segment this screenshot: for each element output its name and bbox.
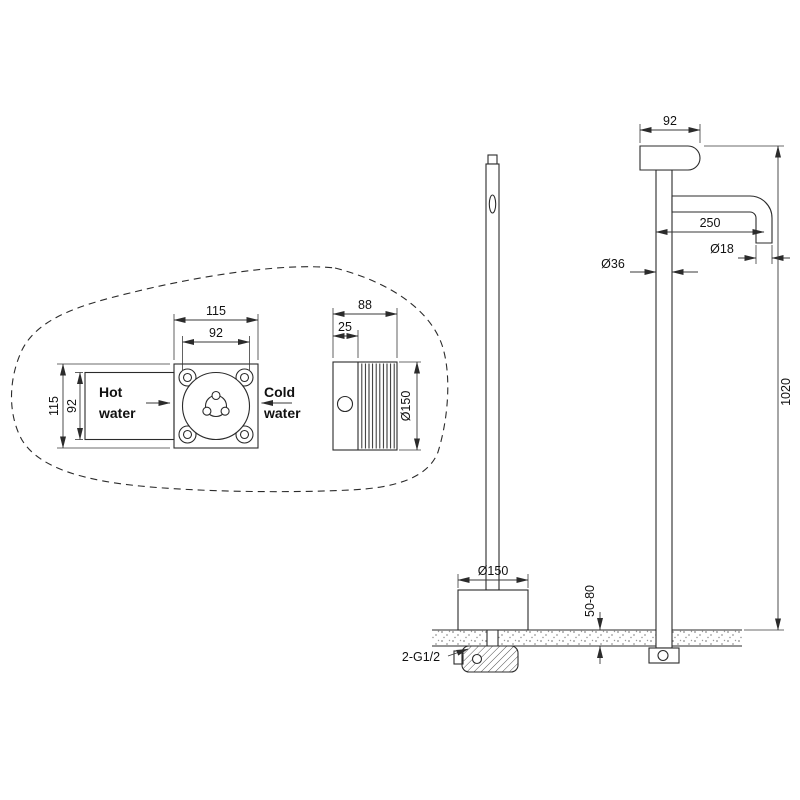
dim-front-height-outer: 115	[47, 363, 170, 449]
screw-hole	[239, 429, 250, 440]
hand-shower-body	[485, 163, 500, 591]
detail-bubble-outline	[10, 266, 449, 493]
connection-callout: 2-G1/2	[402, 648, 469, 664]
spout-column	[639, 145, 773, 664]
connection-label-text: 2-G1/2	[402, 650, 440, 664]
corner-tab	[235, 425, 254, 444]
pipe-floor-punch	[487, 630, 498, 646]
screw-hole	[239, 372, 250, 383]
side-port	[336, 395, 354, 413]
dim-spout-reach-text: 250	[700, 216, 721, 230]
corner-tab	[178, 425, 197, 444]
dim-spout-diameter: Ø18	[710, 242, 790, 264]
dim-floor-thickness-text: 50-80	[583, 585, 597, 617]
screw-hole	[182, 429, 193, 440]
dim-side-diameter: Ø150	[399, 361, 421, 451]
cold-water-label-line1: Cold	[264, 384, 295, 400]
dim-total-height-text: 1020	[779, 378, 793, 406]
dim-side-diameter-text: Ø150	[399, 391, 413, 422]
side-body	[332, 361, 398, 451]
dim-base-diameter-text: Ø150	[478, 564, 509, 578]
dim-front-height-outer-text: 115	[47, 396, 61, 416]
dim-spout-diameter-text: Ø18	[710, 242, 734, 256]
spout-fitting-port	[657, 649, 669, 662]
cold-water-label-line2: water	[263, 405, 301, 421]
screw-hole	[182, 372, 193, 383]
dim-base-diameter: Ø150	[457, 564, 529, 588]
base-flange	[457, 589, 529, 631]
dim-side-width-text: 88	[358, 298, 372, 312]
dim-front-height-inner-text: 92	[65, 399, 79, 413]
dim-front-width-inner: 92	[182, 326, 250, 370]
top-control-knob	[639, 145, 701, 171]
dim-top-width-text: 92	[663, 114, 677, 128]
floor	[432, 629, 742, 647]
dim-front-height-inner: 92	[65, 372, 83, 440]
floor-texture	[432, 630, 742, 646]
thread-hatch	[361, 363, 396, 449]
dim-side-plate: 25	[332, 320, 359, 358]
cartridge-lug	[220, 406, 230, 416]
valve-front-view: Hot water Cold water 115 92 115	[47, 304, 301, 449]
dim-front-width-inner-text: 92	[209, 326, 223, 340]
spout-arm	[671, 195, 773, 244]
corner-tab	[235, 368, 254, 387]
dim-front-width-outer: 115	[173, 304, 259, 360]
dim-total-height: 1020	[704, 145, 793, 631]
rough-in-fitting	[461, 645, 519, 673]
dim-floor-thickness: 50-80	[583, 585, 603, 664]
dim-front-width-outer-text: 115	[206, 304, 226, 318]
fitting-port	[471, 653, 483, 665]
valve-side-view: 88 25 Ø150	[332, 298, 421, 451]
corner-tab	[178, 368, 197, 387]
dim-top-width: 92	[639, 114, 701, 143]
dim-column-diameter: Ø36	[601, 257, 698, 275]
faucet-elevation: 92 250 Ø18 Ø36 1020	[402, 114, 793, 673]
cartridge-lug	[202, 406, 212, 416]
hot-water-label-line2: water	[98, 405, 136, 421]
dim-side-width: 88	[332, 298, 398, 358]
hot-water-label-line1: Hot	[99, 384, 123, 400]
hand-shower-cap	[487, 154, 498, 165]
hand-shower-column	[453, 154, 529, 673]
hand-shower-outlet	[488, 194, 497, 214]
dim-column-diameter-text: Ø36	[601, 257, 625, 271]
dim-side-plate-text: 25	[338, 320, 352, 334]
dim-spout-reach: 250	[655, 216, 765, 235]
cartridge-lug	[211, 390, 221, 401]
spout-riser	[655, 169, 673, 649]
valve-body-box	[84, 371, 175, 441]
